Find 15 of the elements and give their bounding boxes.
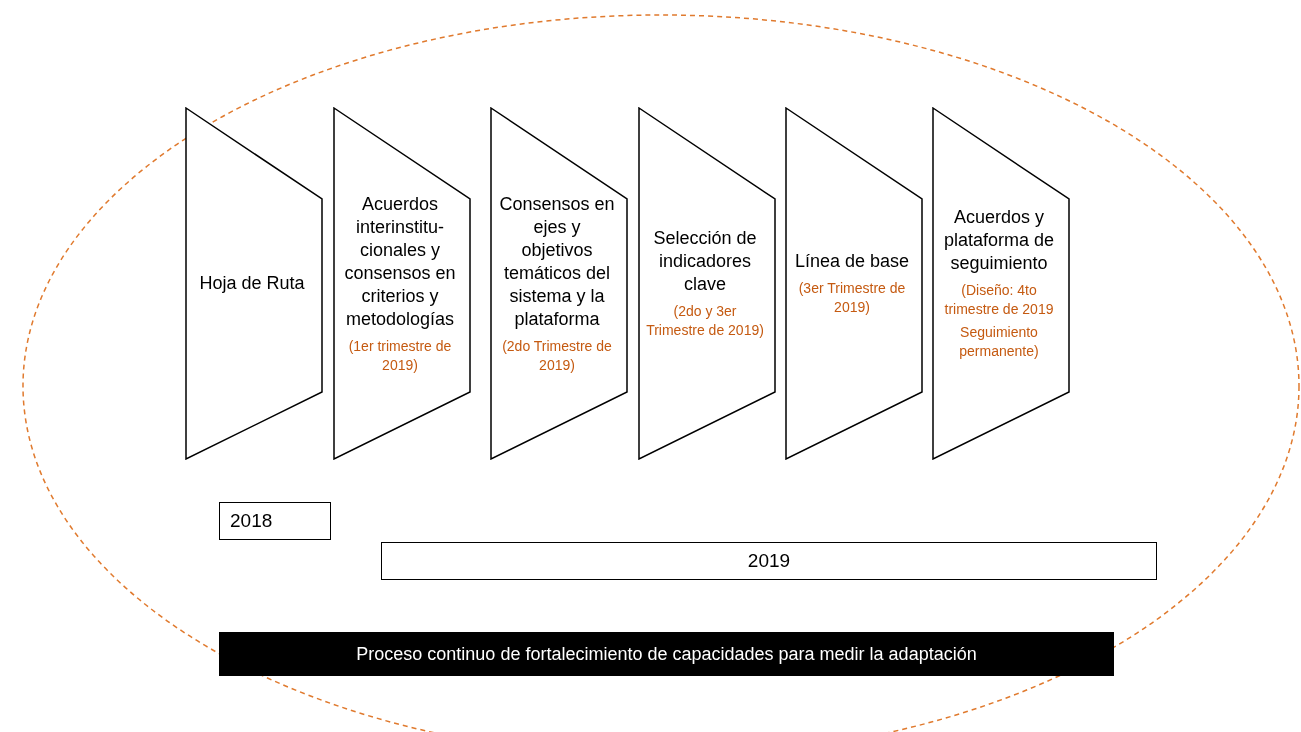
stage-title: Selección de indicadores clave [652,227,758,296]
date-note: (Diseño: 4to trimestre de 2019 [943,281,1055,319]
date-note: (2do y 3er Trimestre de 2019) [645,302,765,340]
date-note: Seguimiento permanente) [958,323,1040,361]
date-note: (1er trimestre de 2019) [347,336,453,375]
year-bar: 2018 [219,502,331,540]
date-note: (3er Trimestre de 2019) [797,279,907,317]
stage-title: Línea de base [794,250,910,273]
stage-title: Acuerdos interinstitu- cionales y consensos en criterios y metodologías [343,192,457,331]
stage-title: Consensos en ejes y objetivos temáticos del sistema y la plataforma [498,192,616,331]
date-note: (2do Trimestre de 2019) [501,336,613,375]
year-bar: 2019 [381,542,1157,580]
stage-title: Acuerdos y plataforma de seguimiento [942,206,1056,275]
stage-title: Hoja de Ruta [199,272,305,295]
banner: Proceso continuo de fortalecimiento de capacidades para medir la adaptación [219,632,1114,676]
